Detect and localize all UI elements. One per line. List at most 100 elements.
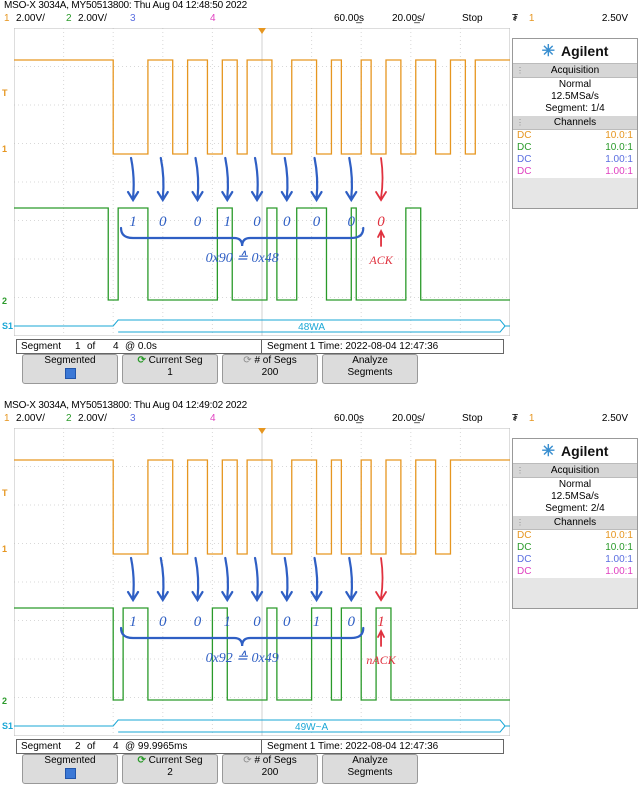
serial-decode-label: 49W~A	[295, 722, 328, 733]
serial-bus-marker[interactable]: S1	[2, 321, 14, 331]
ch3-number[interactable]: 3	[130, 13, 136, 24]
ack-arrow-annotation	[377, 228, 385, 247]
time-scale[interactable]: 20.00̲s/	[392, 413, 425, 424]
trigger-info[interactable]: ₮ 1 2.50V	[512, 413, 636, 424]
bit-value-annotation: 0	[283, 614, 291, 630]
ch2-number[interactable]: 2	[66, 413, 72, 424]
capture-header: MSO-X 3034A, MY50513800: Thu Aug 04 12:4…	[4, 400, 247, 411]
ch4-number[interactable]: 4	[210, 13, 216, 24]
ch4-number[interactable]: 4	[210, 413, 216, 424]
ch1-number[interactable]: 1	[4, 413, 10, 424]
brand-name: Agilent	[560, 443, 609, 459]
segment-status-bar: Segment 2 of 4 @ 99.9965ms Segment 1 Tim…	[16, 739, 504, 754]
run-state[interactable]: Stop	[462, 413, 483, 424]
time-offset[interactable]: 60.00̲s	[334, 413, 365, 424]
grip-icon: ⋮	[516, 118, 524, 127]
ch1-ground-marker[interactable]: 1	[2, 144, 8, 154]
ch1-trace	[14, 459, 510, 555]
bit-value-annotation: 1	[313, 614, 321, 630]
segment-time: Segment 1 Time: 2022-08-04 12:47:36	[267, 341, 439, 352]
scope-capture-1: MSO-X 3034A, MY50513800: Thu Aug 04 12:4…	[0, 0, 640, 390]
ack-note-annotation: ACK	[368, 253, 393, 267]
trigger-edge-icon: ₮	[512, 13, 519, 24]
brand-header: ✳ Agilent	[513, 39, 637, 64]
bit-value-annotation: 1	[224, 614, 232, 630]
grip-icon: ⋮	[516, 466, 524, 475]
acq-rate: 12.5MSa/s	[551, 91, 599, 102]
time-offset[interactable]: 60.00̲s	[334, 13, 365, 24]
blue-arrow-annotation	[250, 156, 264, 203]
hex-value-annotation: 0x92 ≙ 0x49	[206, 650, 279, 666]
bit-value-annotation: 0	[348, 614, 356, 630]
channels-heading: ⋮Channels	[513, 116, 637, 130]
ch2-scale[interactable]: 2.00V/	[78, 413, 107, 424]
bit-value-annotation: 0	[283, 214, 291, 230]
segment-label: Segment	[21, 741, 62, 752]
rotate-icon: ⟳	[137, 355, 146, 366]
blue-arrow-annotation	[126, 556, 140, 603]
segmented-softkey[interactable]: Segmented	[22, 354, 118, 384]
time-scale[interactable]: 20.00̲s/	[392, 13, 425, 24]
segment-total: 4	[113, 741, 119, 752]
checkbox-icon[interactable]	[64, 368, 76, 379]
ack-bit-annotation: 0	[377, 214, 385, 230]
acquisition-heading: ⋮Acquisition	[513, 64, 637, 78]
ch2-number[interactable]: 2	[66, 13, 72, 24]
serial-decode-label: 48WA	[298, 322, 325, 333]
segment-timestamp: @ 0.0s	[125, 341, 157, 352]
ch2-ground-marker[interactable]: 2	[2, 296, 8, 306]
segmented-softkey[interactable]: Segmented	[22, 754, 118, 784]
trigger-marker: T	[2, 488, 8, 498]
hex-value-annotation: 0x90 ≙ 0x48	[206, 250, 279, 266]
ch1-number[interactable]: 1	[4, 13, 10, 24]
bit-value-annotation: 0	[313, 214, 321, 230]
trigger-edge-icon: ₮	[512, 413, 519, 424]
brand-name: Agilent	[560, 43, 609, 59]
trigger-info[interactable]: ₮ 1 2.50V	[512, 13, 636, 24]
run-state[interactable]: Stop	[462, 13, 483, 24]
bit-value-annotation: 0	[194, 614, 202, 630]
ch1-ground-marker[interactable]: 1	[2, 544, 8, 554]
agilent-spark-icon: ✳	[541, 43, 555, 60]
ch3-number[interactable]: 3	[130, 413, 136, 424]
rotate-icon: ⟳	[243, 755, 252, 766]
blue-arrow-annotation	[310, 156, 323, 203]
channels-heading: ⋮Channels	[513, 516, 637, 530]
checkbox-icon[interactable]	[64, 768, 76, 779]
blue-arrow-annotation	[191, 156, 204, 203]
bit-group-brace	[119, 626, 365, 647]
ch2-ground-marker[interactable]: 2	[2, 696, 8, 706]
blue-arrow-annotation	[310, 556, 323, 603]
segment-number: 2	[75, 741, 81, 752]
grip-icon: ⋮	[516, 518, 524, 527]
ch2-trace	[14, 607, 510, 701]
serial-bus-marker[interactable]: S1	[2, 721, 14, 731]
ch2-scale[interactable]: 2.00V/	[78, 13, 107, 24]
ch1-scale[interactable]: 2.00V/	[16, 13, 45, 24]
brand-header: ✳Agilent	[513, 439, 637, 464]
segment-total: 4	[113, 341, 119, 352]
scope-capture-2: MSO-X 3034A, MY50513800: Thu Aug 04 12:4…	[0, 400, 640, 790]
segment-number: 1	[75, 341, 81, 352]
ch1-trace	[14, 59, 510, 155]
ch2-trace	[14, 207, 510, 301]
ch1-scale[interactable]: 2.00V/	[16, 413, 45, 424]
trigger-level: 2.50V	[601, 413, 628, 424]
grip-icon: ⋮	[516, 66, 524, 75]
segment-label: Segment	[21, 341, 62, 352]
